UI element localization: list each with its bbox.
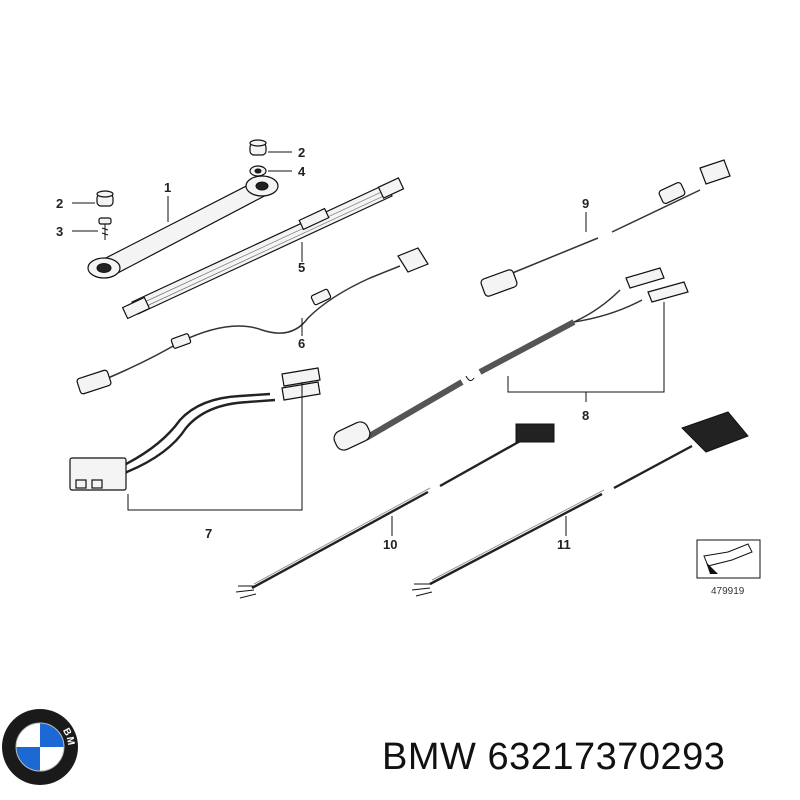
svg-text:BMW: BMW (0, 0, 76, 747)
callout-9: 9 (582, 196, 589, 211)
ground-strap-part (87, 175, 279, 279)
washer-right (249, 165, 267, 177)
reference-number: 479919 (711, 586, 745, 597)
callout-10: 10 (383, 537, 397, 552)
screw-left (98, 217, 112, 240)
cable-11-part (411, 411, 749, 597)
reference-box (696, 539, 761, 579)
ribbon-cable-part (121, 177, 405, 320)
callout-1: 1 (164, 180, 171, 195)
brand-name: BMW (382, 736, 477, 778)
callout-11: 11 (557, 537, 571, 552)
callout-2-left: 2 (56, 196, 63, 211)
connector-lead-7-part (69, 367, 321, 491)
callout-7: 7 (205, 526, 212, 541)
callout-5: 5 (298, 260, 305, 275)
nut-cap-right (249, 139, 267, 156)
callout-8: 8 (582, 408, 589, 423)
callout-3: 3 (56, 224, 63, 239)
callout-6: 6 (298, 336, 305, 351)
nut-cap-left (96, 190, 114, 207)
bmw-logo: BMW (0, 0, 78, 785)
callout-2-right: 2 (298, 145, 305, 160)
sensor-lead-8-part (333, 267, 689, 451)
callout-4: 4 (298, 164, 306, 179)
part-number-caption: BMW 63217370293 (382, 736, 725, 779)
part-number: 63217370293 (487, 736, 726, 778)
cable-10-part (235, 423, 555, 599)
wire-lead-6-part (76, 247, 429, 395)
wire-lead-9-part (480, 159, 731, 297)
